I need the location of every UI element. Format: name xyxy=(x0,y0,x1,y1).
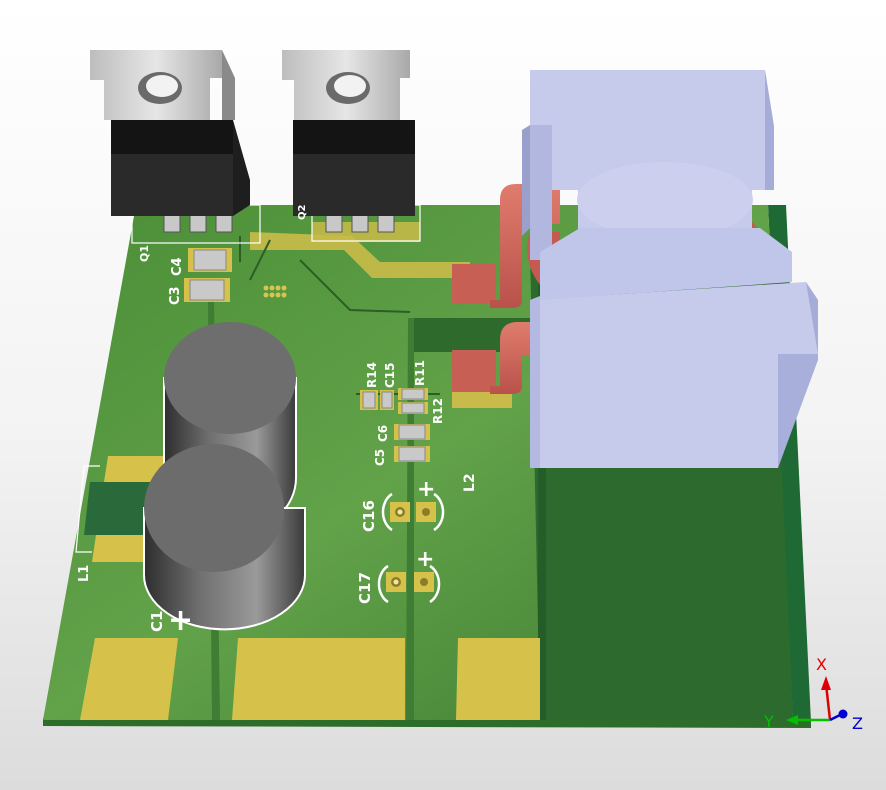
label-r12: R12 xyxy=(431,398,445,424)
thin-trace xyxy=(239,236,411,313)
transistor-q1 xyxy=(90,50,250,233)
capacitor-c17-footprint xyxy=(377,564,441,604)
smd-resistor-r11 xyxy=(398,388,428,400)
label-c5: C5 xyxy=(373,449,387,466)
board-edge-front xyxy=(43,718,811,728)
smd-capacitor-c6 xyxy=(394,424,430,440)
smd-resistor-r14 xyxy=(360,390,378,410)
inductor-l2-core xyxy=(522,70,818,468)
label-c1: C1 xyxy=(148,611,166,632)
label-c4: C4 xyxy=(170,257,185,276)
q1-body-side xyxy=(233,120,250,216)
polarity-c16: + xyxy=(417,477,435,502)
polarity-c1: + xyxy=(168,603,193,638)
wire-pad xyxy=(452,264,496,304)
core-lower-front xyxy=(530,282,818,468)
y-axis-arrow xyxy=(786,715,798,725)
smd-capacitor-c3 xyxy=(184,278,230,302)
label-l2: L2 xyxy=(462,473,478,492)
label-q1: Q1 xyxy=(138,245,151,262)
label-c15: C15 xyxy=(383,362,397,388)
smd-capacitor-c4 xyxy=(188,248,232,272)
core-upper-side xyxy=(765,70,774,190)
polarity-c17: + xyxy=(416,547,434,572)
label-c16: C16 xyxy=(360,500,378,532)
z-axis-end xyxy=(838,709,848,719)
axis-triad: X Y Z xyxy=(763,655,863,733)
electrolytic-capacitor-c1 xyxy=(143,444,306,631)
q2-body-top xyxy=(293,120,415,154)
label-l1: L1 xyxy=(77,565,92,582)
core-lower-right-face xyxy=(778,354,818,468)
pad-bottom-1 xyxy=(80,638,178,720)
trace-lower-right xyxy=(452,390,512,408)
smd-capacitor-c15 xyxy=(380,390,394,410)
label-c3: C3 xyxy=(168,286,183,305)
core-left-ridge xyxy=(530,125,552,260)
smd-resistor-r12 xyxy=(398,402,428,414)
q1-tab-side xyxy=(222,50,235,120)
capacitor-c16-footprint xyxy=(381,492,445,532)
transistor-q2 xyxy=(282,50,415,233)
x-axis-arrow xyxy=(821,676,831,690)
core-upper-left xyxy=(522,125,530,236)
q1-body-top xyxy=(111,120,233,154)
via-array xyxy=(263,285,287,298)
core-upper-front xyxy=(530,70,765,190)
pad-bottom-2 xyxy=(232,638,405,720)
label-r11: R11 xyxy=(413,360,427,386)
label-c17: C17 xyxy=(356,572,374,604)
smd-capacitor-c5 xyxy=(394,446,430,462)
z-axis-label: Z xyxy=(852,714,863,733)
label-r14: R14 xyxy=(365,362,379,388)
y-axis-label: Y xyxy=(763,712,774,731)
wire-pad xyxy=(452,350,496,392)
label-q2: Q2 xyxy=(297,204,308,220)
silkscreen-labels: Q1 Q2 C4 C3 R14 C15 R11 R12 C6 C5 L2 C16… xyxy=(77,204,478,638)
x-axis-label: X xyxy=(816,655,827,674)
pad-bottom-3 xyxy=(456,638,540,720)
label-c6: C6 xyxy=(376,425,390,442)
trace-top xyxy=(250,232,470,278)
